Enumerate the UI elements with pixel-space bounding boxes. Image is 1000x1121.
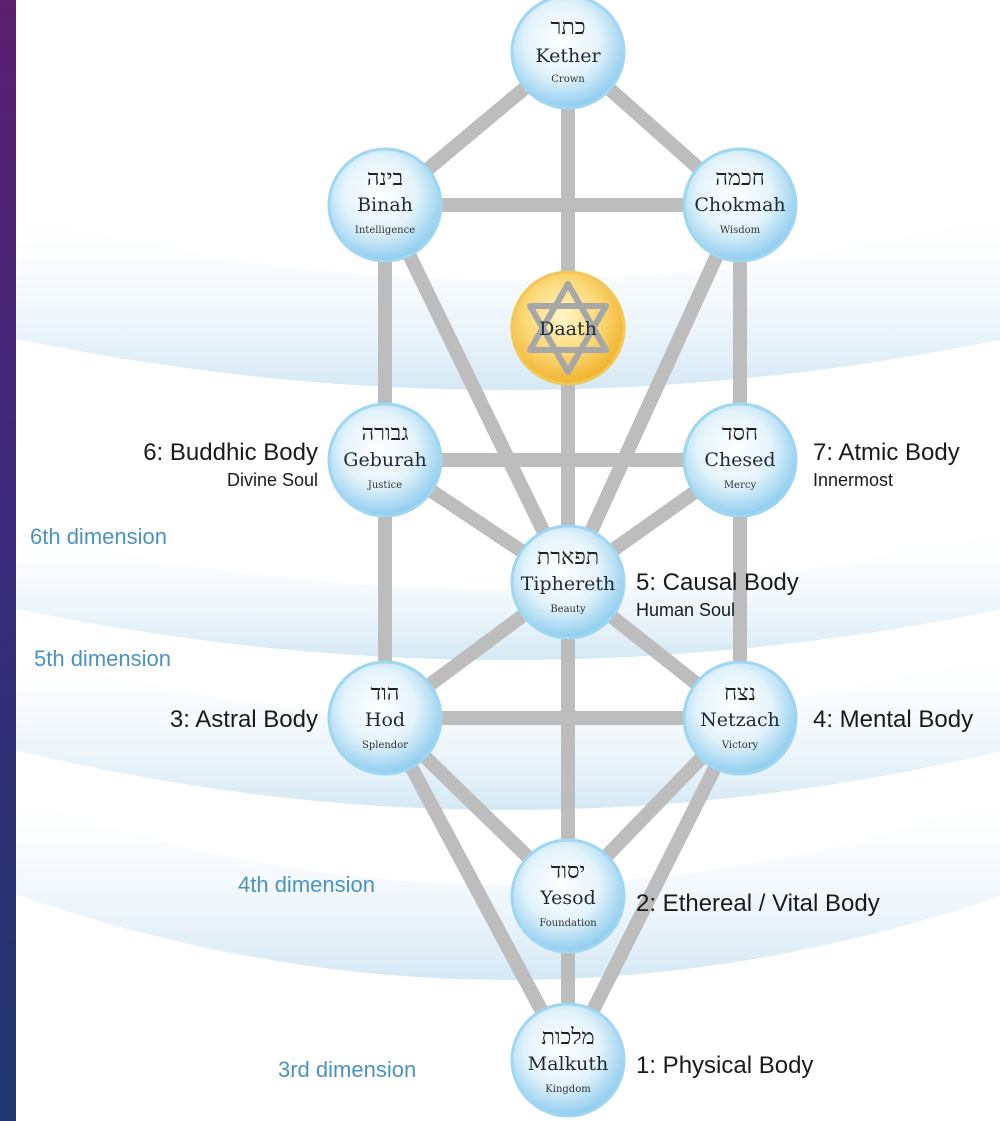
netzach-name: Netzach (700, 709, 780, 731)
kether-meaning: Crown (551, 74, 585, 85)
path-chokmah-tiphereth (561, 198, 747, 589)
buddhic-body-sub: Divine Soul (227, 470, 318, 490)
hod-circle (327, 660, 443, 776)
netzach-circle (682, 660, 798, 776)
chokmah-hebrew: חכמה (715, 166, 764, 191)
band-6 (16, 211, 1000, 390)
band-3 (16, 795, 1000, 980)
yesod-hebrew: יסוד (551, 859, 586, 884)
buddhic-body-label: 6: Buddhic Body (143, 439, 318, 466)
sephirah-tiphereth: תפארת Tiphereth Beauty (510, 524, 626, 640)
yesod-meaning: Foundation (539, 918, 597, 929)
sephirah-malkuth: מלכות Malkuth Kingdom (510, 1002, 626, 1118)
sephirah-binah: בינה Binah Intelligence (327, 147, 443, 263)
path-netzach-malkuth (561, 711, 747, 1067)
chesed-hebrew: חסד (722, 421, 758, 446)
yesod-circle (510, 838, 626, 954)
chokmah-name: Chokmah (694, 194, 785, 216)
dimension-5-label: 5th dimension (34, 646, 171, 671)
netzach-meaning: Victory (721, 740, 759, 751)
tiphereth-meaning: Beauty (550, 604, 586, 615)
tree-of-life-diagram: כתר Kether Crown בינה Binah Intelligence… (16, 0, 1000, 1118)
chesed-name: Chesed (704, 449, 775, 471)
daath-name: Daath (539, 318, 597, 340)
kether-hebrew: כתר (551, 15, 586, 40)
sephirah-netzach: נצח Netzach Victory (682, 660, 798, 776)
physical-body-label: 1: Physical Body (636, 1052, 813, 1079)
sephirah-hod: הוד Hod Splendor (327, 660, 443, 776)
tiphereth-circle (510, 524, 626, 640)
netzach-hebrew: נצח (724, 681, 756, 706)
yesod-name: Yesod (539, 887, 596, 909)
hod-hebrew: הוד (371, 681, 400, 706)
dimension-3-label: 3rd dimension (278, 1057, 416, 1082)
chesed-circle (682, 402, 798, 518)
hod-name: Hod (365, 709, 405, 731)
band-5 (16, 530, 1000, 660)
chokmah-circle (682, 147, 798, 263)
geburah-name: Geburah (343, 449, 426, 471)
dimension-bands (16, 211, 1000, 980)
path-binah-tiphereth (378, 198, 575, 589)
sephirah-yesod: יסוד Yesod Foundation (510, 838, 626, 954)
dimension-6-label: 6th dimension (30, 524, 167, 549)
daath-circle (510, 270, 626, 386)
causal-body-sub: Human Soul (636, 600, 735, 620)
sephirah-chokmah: חכמה Chokmah Wisdom (682, 147, 798, 263)
ethereal-body-label: 2: Ethereal / Vital Body (636, 890, 880, 917)
dimension-4-label: 4th dimension (238, 872, 375, 897)
kether-name: Kether (535, 45, 601, 67)
sephirah-daath: Daath (510, 270, 626, 386)
sephirah-kether: כתר Kether Crown (510, 0, 626, 110)
diagram-panel: כתר Kether Crown בינה Binah Intelligence… (16, 0, 1000, 1121)
astral-body-label: 3: Astral Body (170, 706, 318, 733)
star-of-david-icon (527, 281, 609, 375)
malkuth-circle (510, 1002, 626, 1118)
malkuth-hebrew: מלכות (541, 1025, 594, 1050)
malkuth-meaning: Kingdom (545, 1084, 591, 1095)
atmic-body-label: 7: Atmic Body (813, 439, 960, 466)
tiphereth-hebrew: תפארת (537, 545, 599, 570)
binah-meaning: Intelligence (355, 225, 415, 236)
chokmah-meaning: Wisdom (720, 225, 761, 236)
sephirah-chesed: חסד Chesed Mercy (682, 402, 798, 518)
path-hod-malkuth (378, 711, 575, 1067)
hod-meaning: Splendor (362, 740, 408, 751)
binah-hebrew: בינה (367, 166, 403, 191)
geburah-meaning: Justice (367, 480, 402, 491)
causal-body-label: 5: Causal Body (636, 569, 799, 596)
binah-circle (327, 147, 443, 263)
geburah-circle (327, 402, 443, 518)
binah-name: Binah (357, 194, 413, 216)
malkuth-name: Malkuth (528, 1053, 608, 1075)
geburah-hebrew: גבורה (362, 421, 409, 446)
sephirah-geburah: גבורה Geburah Justice (327, 402, 443, 518)
mental-body-label: 4: Mental Body (813, 706, 973, 733)
tiphereth-name: Tiphereth (521, 573, 616, 595)
kether-circle (510, 0, 626, 110)
chesed-meaning: Mercy (724, 480, 757, 491)
atmic-body-sub: Innermost (813, 470, 893, 490)
